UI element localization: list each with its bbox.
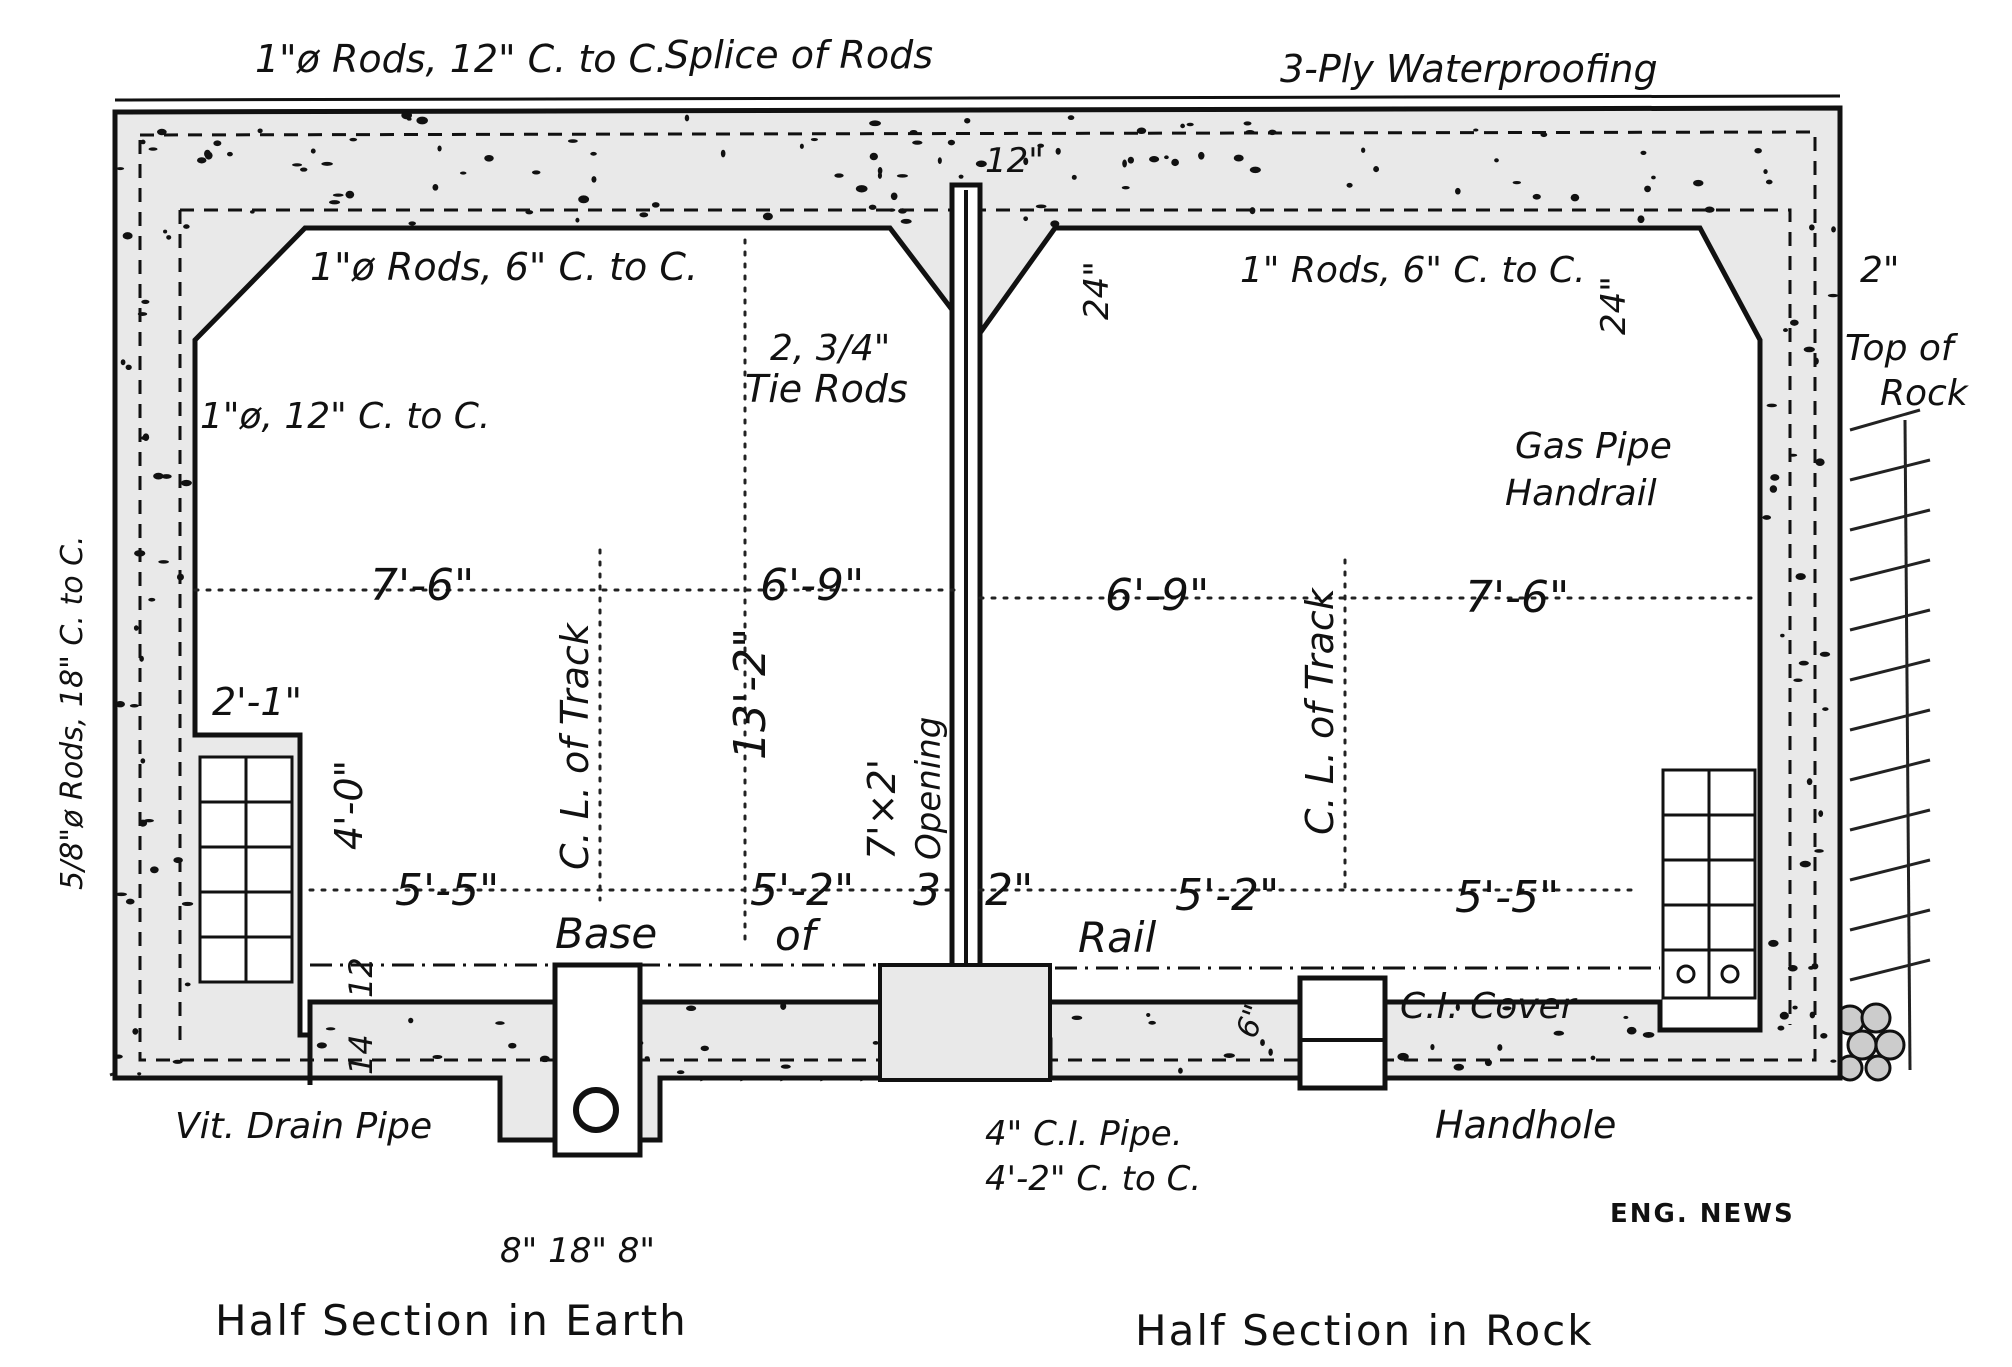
label-dim-5-5-left: 5'-5" (395, 865, 499, 916)
label-tie-rods: Tie Rods (745, 367, 908, 411)
caption-half-section-rock: Half Section in Rock (1135, 1306, 1594, 1355)
handhole-box (1297, 975, 1388, 1091)
caption-half-section-earth: Half Section in Earth (215, 1296, 688, 1345)
label-dim-6-9-left: 6'-9" (760, 560, 864, 611)
label-drain-pipe: Vit. Drain Pipe (175, 1106, 432, 1147)
label-dim-2: 2" (1860, 250, 1899, 291)
label-base: Base (555, 909, 657, 958)
label-dim-24-left: 24" (1077, 261, 1117, 320)
vit-drain-pipe (573, 1087, 619, 1133)
label-splice: Splice of Rods (665, 33, 933, 77)
label-waterproofing: 3-Ply Waterproofing (1280, 47, 1658, 91)
rods-inner-line (178, 208, 1792, 1040)
rock-boulders (1834, 1002, 1906, 1082)
cable-duct-left-grid (200, 757, 292, 982)
label-dim-7-6-left: 7'-6" (370, 560, 474, 611)
label-rods-top-right: 1" Rods, 6" C. to C. (1240, 250, 1586, 291)
label-dims-bottom: 8" 18" 8" (500, 1231, 655, 1271)
label-dim-5-2-right: 5'-2" (1175, 870, 1279, 921)
label-dim-3: 3 (913, 865, 941, 916)
label-handhole: Handhole (1435, 1103, 1616, 1147)
label-ci-pipe: 4" C.I. Pipe. (985, 1114, 1183, 1154)
label-vertical-rods: 5/8"ø Rods, 18" C. to C. (55, 535, 90, 890)
label-dim-7-6-right: 7'-6" (1465, 572, 1569, 623)
label-dim-12-top: 12" (985, 141, 1044, 181)
label-ci-pipe-spacing: 4'-2" C. to C. (985, 1159, 1201, 1199)
label-dim-4-0: 4'-0" (327, 760, 371, 850)
label-dim-6-9-right: 6'-9" (1105, 570, 1209, 621)
dimension-lines (193, 238, 1762, 970)
label-tie-rods-size: 2, 3/4" (770, 328, 890, 369)
label-rods-top-left: 1"ø Rods, 6" C. to C. (310, 245, 698, 289)
label-dim-5-2-left: 5'-2" (750, 865, 854, 916)
label-dim-5-5-right: 5'-5" (1455, 872, 1559, 923)
label-dim-12-side: 12 (342, 957, 380, 998)
label-opening-size: 7'×2' (860, 759, 904, 860)
label-cl-track-right: C. L. of Track (1298, 586, 1342, 835)
credit-eng-news: ENG. NEWS (1610, 1199, 1795, 1229)
cable-duct-right-grid (1663, 770, 1755, 998)
label-dim-24-right: 24" (1594, 276, 1634, 335)
label-dim-2-small: 2" (985, 865, 1033, 916)
label-dim-14: 14 (342, 1034, 380, 1075)
label-dim-2-1: 2'-1" (212, 680, 302, 724)
label-handrail: Handrail (1505, 473, 1657, 514)
label-of: of (775, 911, 822, 960)
label-ci-cover: C.I. Cover (1400, 986, 1578, 1027)
label-rail: Rail (1078, 913, 1157, 962)
label-dim-13-2: 13'-2" (725, 628, 776, 760)
rods-outer-line (138, 130, 1817, 1062)
label-gas-pipe: Gas Pipe (1515, 426, 1672, 467)
label-top-of-rock-1: Top of (1845, 328, 1959, 369)
center-footing (878, 963, 1052, 1082)
label-opening: Opening (909, 717, 949, 860)
waterproofing-line (114, 94, 1841, 102)
label-rods-side-left: 1"ø, 12" C. to C. (200, 396, 490, 437)
label-rods-top: 1"ø Rods, 12" C. to C. (255, 37, 667, 81)
label-top-of-rock-2: Rock (1880, 373, 1970, 414)
label-cl-track-left: C. L. of Track (553, 621, 597, 870)
